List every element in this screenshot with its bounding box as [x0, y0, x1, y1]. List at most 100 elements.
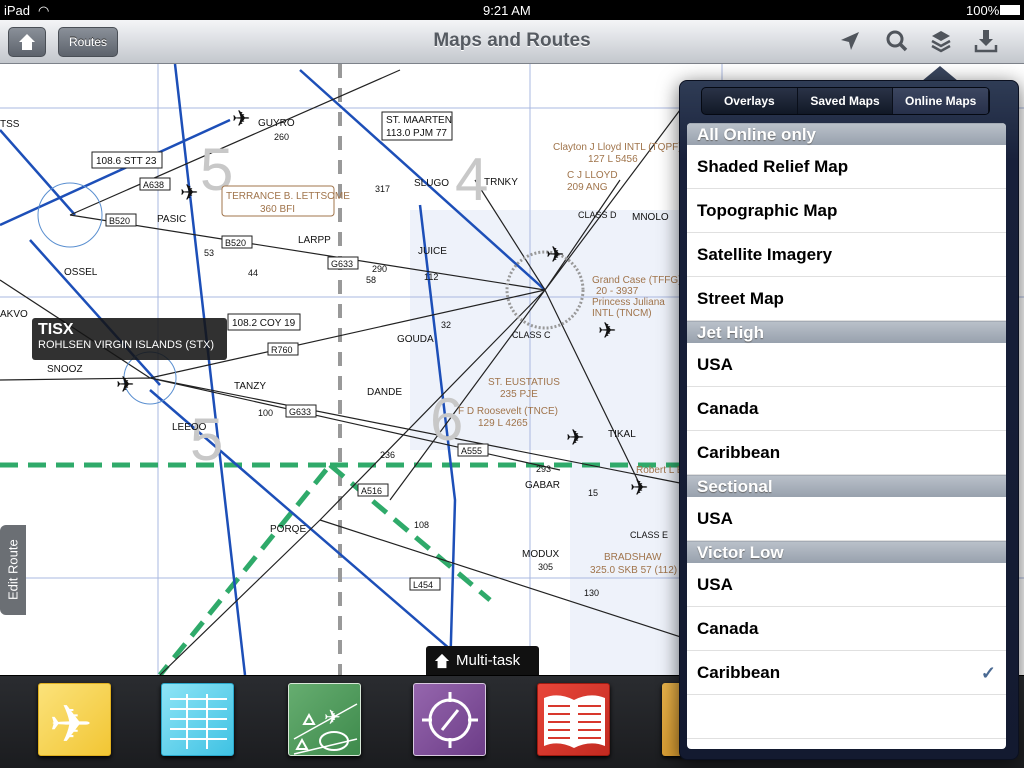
list-item-victor-low-canada[interactable]: Canada: [687, 607, 1006, 651]
list-item-topographic[interactable]: Topographic Map: [687, 189, 1006, 233]
waypoint-label[interactable]: SLUGO: [414, 178, 449, 189]
airway-label: L454: [413, 580, 433, 590]
waypoint-label[interactable]: DANDE: [367, 387, 402, 398]
section-header: Victor Low: [687, 541, 1006, 563]
mileage: 236: [380, 450, 395, 460]
ndb-label: 209 ANG: [567, 182, 608, 193]
waypoint-label[interactable]: TRNKY: [484, 177, 518, 188]
section-header: Sectional: [687, 475, 1006, 497]
list-item-sectional-usa[interactable]: USA: [687, 497, 1006, 541]
waypoint-label[interactable]: AKVO: [0, 309, 28, 320]
status-bar: iPad ◠ 9:21 AM 100%: [0, 0, 1024, 20]
airport-tooltip[interactable]: TISX ROHLSEN VIRGIN ISLANDS (STX): [32, 318, 227, 360]
download-icon[interactable]: [973, 28, 999, 54]
online-maps-list[interactable]: All Online only Shaded Relief Map Topogr…: [687, 123, 1006, 749]
airplane-icon[interactable]: ✈: [630, 475, 648, 500]
waypoint-label[interactable]: TSS: [0, 119, 20, 130]
list-item-jet-high-canada[interactable]: Canada: [687, 387, 1006, 431]
ndb-label: TERRANCE B. LETTSOME: [226, 191, 350, 202]
multitask-label: Multi-task: [456, 652, 521, 669]
list-item-street-map[interactable]: Street Map: [687, 277, 1006, 321]
waypoint-label[interactable]: MODUX: [522, 549, 560, 560]
search-icon[interactable]: [884, 28, 910, 54]
tab-saved-maps[interactable]: Saved Maps: [798, 88, 894, 114]
mileage: 100: [258, 408, 273, 418]
layers-icon[interactable]: [928, 28, 954, 54]
mileage: 112: [424, 272, 438, 282]
home-button[interactable]: [8, 27, 46, 57]
waypoint-label[interactable]: LARPP: [298, 235, 331, 246]
waypoint-label[interactable]: PORQE: [270, 524, 306, 535]
flight-app-icon[interactable]: ✈: [38, 683, 111, 756]
waypoint-label[interactable]: MNOLO: [632, 212, 669, 223]
waypoint-label[interactable]: SNOOZ: [47, 364, 83, 375]
airport-label: F D Roosevelt (TNCE): [458, 406, 558, 417]
waypoint-label[interactable]: GABAR: [525, 480, 560, 491]
chart-canvas[interactable]: 5 6 4 5 GUYRO SLUGO PASIC LARPP OSSEL SN…: [0, 64, 1024, 675]
airway-label: A555: [461, 446, 482, 456]
forms-app-icon[interactable]: [161, 683, 234, 756]
waypoint-label[interactable]: GOUDA: [397, 334, 434, 345]
list-item-shaded-relief[interactable]: Shaded Relief Map: [687, 145, 1006, 189]
multitask-button[interactable]: Multi-task: [426, 646, 539, 675]
manual-app-icon[interactable]: [537, 683, 610, 756]
compass-app-icon[interactable]: [413, 683, 486, 756]
edit-route-tab[interactable]: Edit Route: [0, 525, 26, 615]
airspace-label: CLASS D: [578, 210, 617, 220]
device-label: iPad: [4, 3, 31, 18]
airport-label: 20 - 3937: [596, 286, 639, 297]
mileage: 15: [588, 488, 598, 498]
battery-label: 100%: [966, 3, 1000, 18]
airplane-icon[interactable]: ✈: [546, 242, 564, 267]
waypoint-label[interactable]: TIKAL: [608, 429, 636, 440]
list-item-jet-high-caribbean[interactable]: Caribbean: [687, 431, 1006, 475]
section-header: All Online only: [687, 123, 1006, 145]
tab-overlays[interactable]: Overlays: [702, 88, 798, 114]
airway-label: B520: [109, 216, 130, 226]
ndb-label: 235 PJE: [500, 389, 538, 400]
wifi-icon: ◠: [38, 3, 50, 18]
tooltip-name: ROHLSEN VIRGIN ISLANDS (STX): [38, 339, 215, 351]
svg-text:✈: ✈: [49, 696, 93, 754]
location-arrow-icon[interactable]: [837, 28, 863, 54]
home-icon: [19, 34, 35, 50]
list-item-satellite[interactable]: Satellite Imagery: [687, 233, 1006, 277]
map-layers-popover: Overlays Saved Maps Online Maps All Onli…: [679, 80, 1019, 760]
navaid-label[interactable]: ST. MAARTEN: [386, 115, 452, 126]
airway-label: G633: [289, 407, 311, 417]
waypoint-label[interactable]: TANZY: [234, 381, 266, 392]
navigation-bar: Routes Maps and Routes: [0, 20, 1024, 64]
airplane-icon[interactable]: ✈: [116, 372, 134, 397]
list-item-victor-low-caribbean[interactable]: Caribbean ✓: [687, 651, 1006, 695]
waypoint-label[interactable]: LEEOO: [172, 422, 207, 433]
list-item-jet-high-usa[interactable]: USA: [687, 343, 1006, 387]
airplane-icon[interactable]: ✈: [232, 106, 250, 131]
svg-text:✈: ✈: [324, 707, 341, 729]
airport-label: Clayton J Lloyd INTL (TQPF): [553, 142, 682, 153]
navaid-label[interactable]: 113.0 PJM 77: [386, 128, 447, 139]
list-item-victor-low-usa[interactable]: USA: [687, 563, 1006, 607]
grid-number: 6: [430, 386, 463, 453]
airplane-icon[interactable]: ✈: [180, 180, 198, 205]
routes-button[interactable]: Routes: [58, 27, 118, 57]
mileage: 293: [536, 464, 551, 474]
airway-label: A638: [143, 180, 164, 190]
airplane-icon[interactable]: ✈: [598, 318, 616, 343]
navaid-label[interactable]: 108.2 COY 19: [232, 318, 296, 329]
ndb-label: 325.0 SKB 57 (112): [590, 565, 677, 576]
airway-label: G633: [331, 259, 353, 269]
airport-label: Robert L B: [636, 465, 684, 476]
airplane-icon[interactable]: ✈: [566, 425, 584, 450]
grid-number: 4: [455, 146, 488, 213]
mileage: 32: [441, 320, 451, 330]
tab-online-maps[interactable]: Online Maps: [893, 88, 989, 114]
navaid-label[interactable]: 108.6 STT 23: [96, 156, 157, 167]
waypoint-label[interactable]: JUICE: [418, 246, 447, 257]
holding-app-icon[interactable]: ✈: [288, 683, 361, 756]
waypoint-label[interactable]: OSSEL: [64, 267, 98, 278]
mileage: 108: [414, 520, 429, 530]
airway-label: B520: [225, 238, 246, 248]
waypoint-label[interactable]: PASIC: [157, 214, 186, 225]
waypoint-label[interactable]: GUYRO: [258, 118, 295, 129]
mileage: 260: [274, 132, 289, 142]
